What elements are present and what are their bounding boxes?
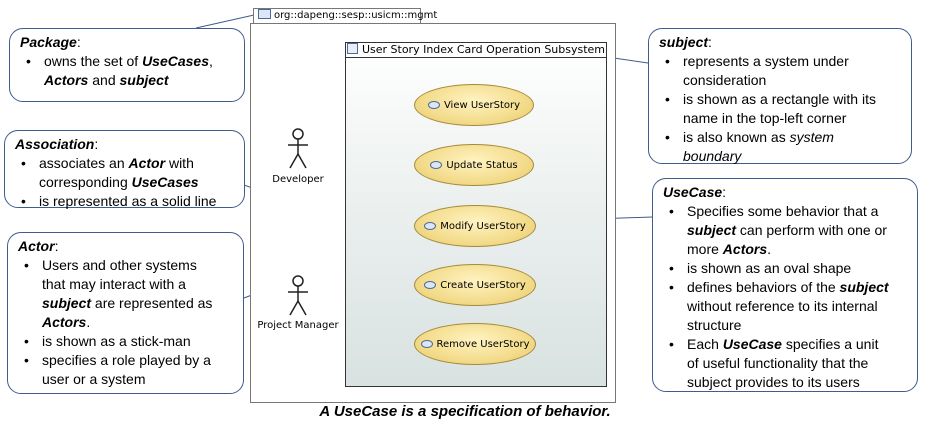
usecase-label: View UserStory (443, 99, 521, 111)
callout-title: Package: (20, 34, 81, 50)
usecase-icon (424, 281, 437, 289)
diagram-caption: A UseCase is a specification of behavior… (319, 403, 611, 420)
package-pointer (195, 14, 255, 29)
usecase-icon (424, 222, 437, 230)
callout-bullet: Specifies some behavior that a subject c… (669, 202, 893, 259)
callout-bullet: associates an Actor with corresponding U… (21, 154, 236, 192)
usecase-icon (420, 340, 433, 348)
callout-bullet: is represented as a solid line (21, 192, 236, 211)
callout-bullets: associates an Actor with corresponding U… (15, 154, 236, 211)
callout-bullets: Specifies some behavior that a subject c… (663, 202, 909, 392)
usecase-view-userstory: View UserStory (414, 84, 534, 126)
usecase-icon (430, 161, 443, 169)
callout-bullet: defines behaviors of the subject without… (669, 278, 893, 335)
callout-bullet: represents a system under consideration (665, 52, 889, 90)
callout-bullet: is shown as a stick-man (24, 332, 213, 351)
callout-package: Package: owns the set of UseCases,Actors… (9, 28, 245, 102)
callout-bullet: Each UseCase specifies a unit of useful … (669, 335, 893, 392)
callout-bullet: specifies a role played by a user or a s… (24, 351, 213, 389)
actor-project-manager-icon (288, 275, 308, 316)
package-tab: org::dapeng::sesp::usicm::mgmt (253, 8, 437, 24)
callout-association: Association: associates an Actor with co… (4, 130, 245, 211)
package-folder-icon (258, 9, 271, 19)
callout-usecase: UseCase: Specifies some behavior that a … (652, 178, 918, 392)
callout-bullet: owns the set of UseCases,Actors and subj… (26, 52, 236, 90)
callout-bullets: represents a system under consideration … (659, 52, 903, 166)
usecase-label: Update Status (446, 159, 518, 171)
callout-bullets: owns the set of UseCases,Actors and subj… (20, 52, 236, 90)
usecase-modify-userstory: Modify UserStory (414, 205, 536, 247)
callout-bullet: is shown as an oval shape (669, 259, 893, 278)
usecase-label: Remove UserStory (436, 338, 530, 350)
actor-developer-label: Developer (272, 174, 324, 185)
callout-bullet: is shown as a rectangle with its name in… (665, 90, 889, 128)
callout-title: Association: (15, 136, 99, 152)
callout-bullets: Users and other systems that may interac… (18, 256, 235, 389)
callout-title: UseCase: (663, 184, 727, 200)
callout-bullet: is also known as system boundary (665, 128, 889, 166)
usecase-label: Create UserStory (440, 279, 526, 291)
callout-title: Actor: (18, 238, 59, 254)
component-icon (346, 43, 358, 54)
callout-title: subject: (659, 34, 712, 50)
package-name: org::dapeng::sesp::usicm::mgmt (274, 10, 438, 21)
usecase-create-userstory: Create UserStory (414, 264, 536, 306)
usecase-update-status: Update Status (414, 144, 534, 186)
usecase-label: Modify UserStory (440, 220, 526, 232)
callout-actor: Actor: Users and other systems that may … (7, 232, 244, 394)
actor-developer-icon (288, 128, 308, 169)
callout-bullet: Users and other systems that may interac… (24, 256, 213, 332)
subject-name: User Story Index Card Operation Subsyste… (361, 43, 606, 56)
actor-project-manager-label: Project Manager (257, 320, 339, 331)
subject-title: User Story Index Card Operation Subsyste… (346, 43, 606, 58)
usecase-remove-userstory: Remove UserStory (414, 323, 536, 365)
usecase-icon (427, 101, 440, 109)
callout-subject: subject: represents a system under consi… (648, 28, 912, 164)
